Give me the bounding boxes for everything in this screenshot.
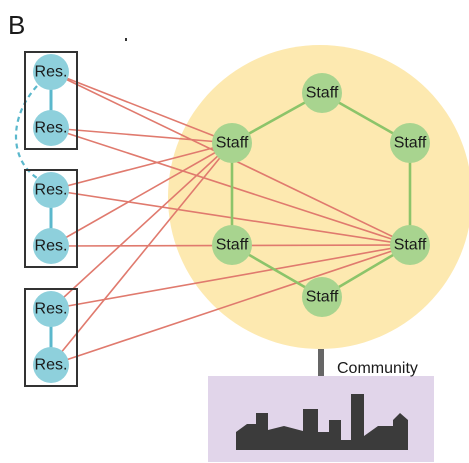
resident-node-circle (33, 54, 69, 90)
resident-node: Res. (33, 110, 69, 146)
resident-staff-edge (50, 142, 233, 310)
panel-label: B (8, 10, 25, 40)
staff-node: Staff (390, 225, 430, 265)
household-boxes (24, 51, 78, 387)
resident-node-circle (33, 172, 69, 208)
resident-staff-edge (50, 142, 233, 366)
resident-node-label: Res. (35, 301, 68, 318)
resident-staff-edge (50, 71, 233, 144)
resident-node: Res. (33, 291, 69, 327)
staff-zone (168, 45, 469, 349)
resident-staff-edge (50, 142, 233, 191)
resident-node: Res. (33, 172, 69, 208)
household-box (24, 169, 78, 268)
resident-node-circle (33, 228, 69, 264)
community-connector (318, 349, 324, 379)
resident-staff-edge (50, 244, 411, 310)
resident-node-label: Res. (35, 238, 68, 255)
household-box (24, 288, 78, 387)
community-label: Community (337, 360, 418, 377)
resident-staff-edge (50, 127, 233, 144)
staff-node-circle (212, 123, 252, 163)
resident-staff-edge (50, 189, 411, 246)
resident-node-circle (33, 347, 69, 383)
resident-nodes: Res. Res. Res. Res. Res. Res. (33, 54, 69, 383)
staff-node-circle (390, 123, 430, 163)
staff-node-circle (212, 225, 252, 265)
resident-node-label: Res. (35, 120, 68, 137)
city-skyline-icon (236, 394, 408, 450)
household-box (24, 51, 78, 150)
staff-node-circle (302, 277, 342, 317)
resident-node-label: Res. (35, 64, 68, 81)
staff-node: Staff (212, 123, 252, 163)
resident-node-label: Res. (35, 357, 68, 374)
resident-node-label: Res. (35, 182, 68, 199)
stray-mark (125, 38, 127, 41)
staff-node-circle (302, 73, 342, 113)
resident-node-circle (33, 110, 69, 146)
staff-node: Staff (390, 123, 430, 163)
resident-node: Res. (33, 54, 69, 90)
resident-node-circle (33, 291, 69, 327)
resident-node: Res. (33, 347, 69, 383)
resident-staff-edge (50, 142, 233, 247)
staff-node-label: Staff (394, 135, 427, 152)
staff-node-label: Staff (216, 237, 249, 254)
resident-staff-edge (50, 127, 411, 246)
staff-node: Staff (302, 277, 342, 317)
staff-node-label: Staff (306, 85, 339, 102)
staff-node-label: Staff (306, 289, 339, 306)
staff-node-circle (390, 225, 430, 265)
household-link-dashed (15, 85, 38, 179)
staff-node-label: Staff (394, 237, 427, 254)
staff-node: Staff (212, 225, 252, 265)
resident-node: Res. (33, 228, 69, 264)
resident-staff-edge (50, 244, 411, 366)
staff-node: Staff (302, 73, 342, 113)
staff-node-label: Staff (216, 135, 249, 152)
